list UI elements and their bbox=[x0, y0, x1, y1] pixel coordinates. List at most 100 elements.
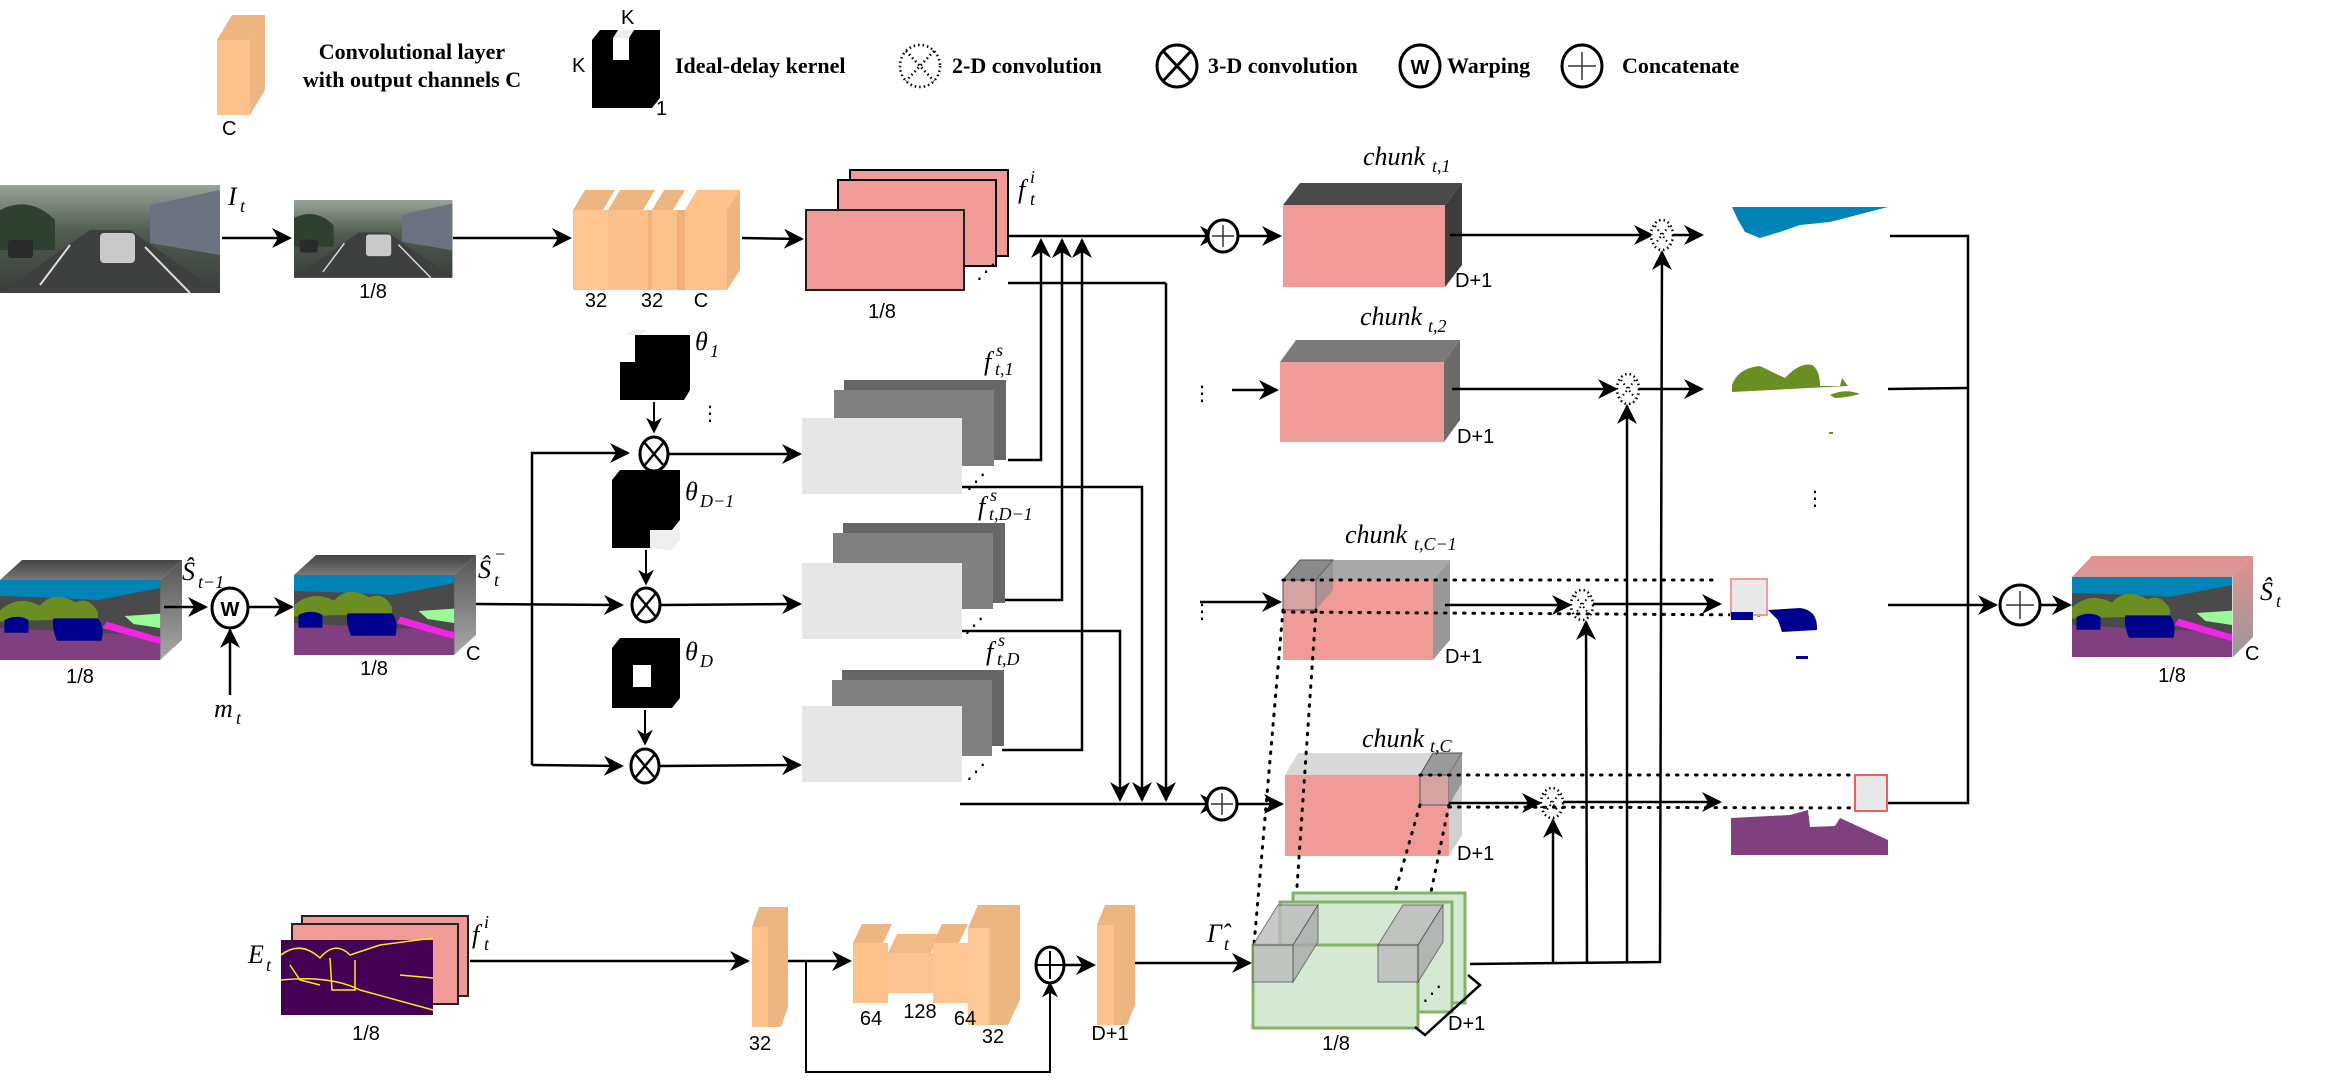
output-segmentation-cube bbox=[2072, 556, 2253, 657]
chunk-1-sub: t,1 bbox=[1432, 156, 1451, 176]
edge-feature-label: f bbox=[472, 920, 483, 949]
downsampled-image-photo bbox=[293, 199, 454, 279]
warping-operator: W bbox=[210, 586, 250, 630]
edge-unet-blocks bbox=[853, 905, 1020, 1025]
edge-branch: E t f i t 1/8 32 64 128 64 32 bbox=[247, 891, 1485, 1073]
warped-segmentation-cube bbox=[294, 555, 476, 655]
delay-kernel-theta-d bbox=[612, 638, 680, 708]
gamma-scale: 1/8 bbox=[1322, 1033, 1350, 1055]
edge-conv-dim-64a: 64 bbox=[860, 1008, 882, 1030]
kernel-theta-1-label: θ bbox=[695, 327, 708, 356]
slice-ellipsis: ⋮ bbox=[1805, 488, 1825, 510]
dotted-correspondence bbox=[1252, 578, 1882, 947]
chunk-2-sub: t,2 bbox=[1428, 316, 1447, 336]
shifted-feature-3-sup: s bbox=[998, 630, 1005, 650]
chunk-c-minus-1-label: chunk bbox=[1345, 520, 1408, 549]
edge-label: E bbox=[247, 940, 264, 969]
shifted-feature-1-sup: s bbox=[996, 340, 1003, 360]
conv2d-operator-2 bbox=[1615, 372, 1641, 406]
legend-conv-layer-icon bbox=[217, 15, 265, 115]
conv2d-operator-4 bbox=[1539, 786, 1565, 820]
shifted-feature-stack-2: ⋰ bbox=[802, 523, 1005, 639]
edge-conv-dim-32a: 32 bbox=[749, 1033, 771, 1055]
motion-label-sub: t bbox=[236, 708, 242, 728]
sky-segment bbox=[1732, 207, 1888, 238]
conv2d-operator-1 bbox=[1649, 218, 1675, 252]
chunk-c-minus-1-sub: t,C−1 bbox=[1414, 534, 1457, 554]
legend-ideal-delay-label: Ideal-delay kernel bbox=[675, 53, 846, 78]
merge-lines bbox=[1887, 234, 2072, 805]
edge-map-image bbox=[280, 937, 434, 1015]
legend-concatenate-label: Concatenate bbox=[1622, 53, 1740, 78]
svg-text:W: W bbox=[1411, 57, 1430, 79]
edge-encoder-conv-32 bbox=[752, 907, 788, 1027]
kernel-theta-d-sub: D bbox=[699, 651, 713, 671]
downsampled-image-scale: 1/8 bbox=[359, 281, 387, 303]
shifted-feature-1-label: f bbox=[984, 347, 995, 376]
svg-text:W: W bbox=[221, 599, 240, 621]
chunk-c-minus-1-depth: D+1 bbox=[1445, 646, 1482, 668]
edge-feature-label-sup: i bbox=[484, 912, 489, 932]
prev-seg-label-sub: t−1 bbox=[198, 572, 224, 592]
edge-output-conv bbox=[1097, 905, 1135, 1025]
vegetation-segment bbox=[1732, 364, 1848, 392]
legend-warping-label: Warping bbox=[1447, 53, 1530, 78]
edge-concatenate-operator bbox=[1034, 945, 1066, 985]
input-image-photo bbox=[0, 184, 221, 294]
chunk-c bbox=[1285, 752, 1463, 856]
chunk-c-label: chunk bbox=[1362, 724, 1425, 753]
semantic-branch: Ŝ t−1 1/8 W m t Ŝ − t C 1/8 θ 1 bbox=[0, 327, 1033, 785]
chunk-2-ellipsis: ⋮ bbox=[1192, 383, 1212, 405]
concatenate-legend-icon bbox=[1560, 43, 1604, 89]
output-dim: C bbox=[2245, 643, 2259, 665]
shifted-feature-2-sup: s bbox=[990, 485, 997, 505]
output-label: Ŝ bbox=[2260, 577, 2273, 606]
conv2d-operators bbox=[1469, 218, 1722, 966]
image-conv-dim-1: 32 bbox=[585, 290, 607, 312]
conv3d-operator-1 bbox=[638, 435, 670, 473]
kernel-dim-top: K bbox=[621, 7, 635, 29]
kernel-theta-d-minus-1-sub: D−1 bbox=[699, 491, 734, 511]
warped-seg-label: Ŝ bbox=[478, 555, 491, 584]
kernel-ellipsis: ⋮ bbox=[700, 403, 720, 425]
conv3d-operator-3 bbox=[629, 747, 661, 785]
chunk-column: chunk t,1 D+1 chunk t,2 D+1 ⋮ chunk t,C−… bbox=[1192, 142, 1654, 865]
warped-seg-scale: 1/8 bbox=[360, 658, 388, 680]
warped-seg-label-sub: t bbox=[494, 570, 500, 590]
delay-kernel-theta-d-minus-1 bbox=[612, 470, 680, 550]
kernel-theta-1-sub: 1 bbox=[710, 341, 719, 361]
car-segment bbox=[1730, 578, 1818, 659]
prev-seg-scale: 1/8 bbox=[66, 666, 94, 688]
warped-seg-dim: C bbox=[466, 643, 480, 665]
chunk-c-minus-1 bbox=[1281, 559, 1450, 660]
input-image-label-sub: t bbox=[240, 196, 246, 216]
image-feature-label: f bbox=[1018, 175, 1029, 204]
conv3d-operator-2 bbox=[630, 586, 662, 624]
svg-text:⋰: ⋰ bbox=[976, 261, 996, 283]
road-segment bbox=[1731, 774, 1888, 855]
conv3d-legend-icon bbox=[1155, 43, 1199, 89]
edge-conv-dim-32b: 32 bbox=[982, 1026, 1004, 1048]
edge-scale: 1/8 bbox=[352, 1023, 380, 1045]
image-feature-label-sup: i bbox=[1030, 167, 1035, 187]
image-conv-dim-2: 32 bbox=[641, 290, 663, 312]
output-scale: 1/8 bbox=[2158, 665, 2186, 687]
gamma-volume: ⋰ bbox=[1251, 891, 1482, 1037]
image-branch: I t 1/8 32 32 C ⋰ f i bbox=[0, 167, 1036, 323]
chunk-1-label: chunk bbox=[1363, 142, 1426, 171]
chunk-c-minus-1-ellipsis: ⋮ bbox=[1192, 601, 1212, 623]
feature-routing-lines bbox=[960, 226, 1220, 814]
shifted-feature-3-sub: t,D bbox=[997, 649, 1020, 669]
chunk-c-depth: D+1 bbox=[1457, 843, 1494, 865]
shifted-feature-stack-3: ⋰ bbox=[802, 670, 1004, 783]
image-feature-stack: ⋰ bbox=[805, 169, 1009, 291]
previous-segmentation-cube bbox=[0, 560, 182, 660]
svg-text:⋰: ⋰ bbox=[966, 761, 986, 783]
concatenate-operator-1 bbox=[1206, 218, 1240, 254]
image-feature-scale: 1/8 bbox=[868, 301, 896, 323]
motion-label: m bbox=[214, 694, 233, 723]
kernel-dim-left: K bbox=[572, 55, 586, 77]
chunk-2 bbox=[1280, 340, 1460, 442]
kernel-dim-depth: 1 bbox=[656, 98, 667, 120]
